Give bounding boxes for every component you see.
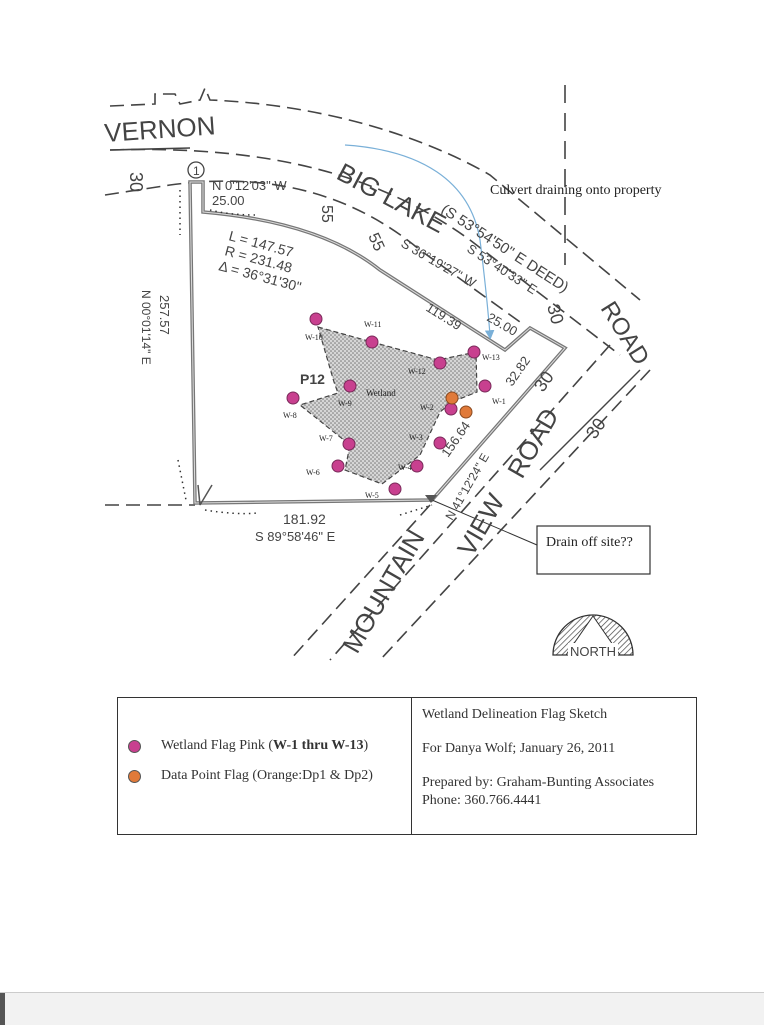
drain-arrow-icon	[425, 495, 437, 503]
culvert-arrow	[344, 144, 495, 340]
mountain-view-road-east-edge	[379, 369, 651, 661]
wetland-flag-label: W-4	[398, 463, 412, 472]
legend-box: Wetland Flag Pink (W-1 thru W-13) Data P…	[117, 697, 697, 835]
wetland-label: Wetland	[366, 388, 396, 398]
distance-32: 32.82	[502, 353, 533, 388]
north-label: NORTH	[570, 644, 616, 659]
data-point-flag-marker	[445, 391, 459, 405]
vernon-road-line	[109, 147, 191, 151]
legend-key: Wetland Flag Pink (W-1 thru W-13) Data P…	[118, 698, 412, 834]
corner-marker-label: 1	[193, 164, 200, 178]
vernon-road-label: VERNON	[103, 110, 216, 148]
distance-west: 257.57	[157, 295, 172, 335]
bearing-south: S 89°58'46" E	[255, 529, 336, 544]
wetland-flag-label: W-7	[319, 434, 333, 443]
pink-dot-icon	[128, 739, 141, 753]
distance-south: 181.92	[283, 511, 326, 527]
wetland-flag-marker	[309, 312, 323, 326]
distance-top: 25.00	[212, 193, 245, 208]
wetland-flag-label: W-2	[420, 403, 434, 412]
big-lake-width-2: 55	[364, 231, 387, 254]
wetland-flag-marker	[467, 345, 481, 359]
big-lake-width-3: 30	[543, 302, 568, 327]
big-lake-road-north-edge	[109, 85, 641, 301]
title-block: Wetland Delineation Flag Sketch For Dany…	[412, 698, 664, 834]
client-date: For Danya Wolf; January 26, 2011	[422, 741, 616, 756]
big-lake-width-1: 55	[318, 205, 335, 223]
wetland-flag-marker	[433, 436, 447, 450]
mountain-view-road-west-edge	[289, 504, 431, 661]
vernon-width-label: 30	[126, 172, 146, 192]
wetland-flag-marker	[331, 459, 345, 473]
mountain-view-road-center	[329, 344, 611, 661]
wetland-flag-marker	[478, 379, 492, 393]
legend-pink-label: Wetland Flag Pink (W-1 thru W-13)	[161, 738, 368, 754]
north-arrow-icon: NORTH	[552, 614, 634, 659]
scan-edge	[0, 992, 764, 1025]
wetland-flag-label: W-3	[409, 433, 423, 442]
big-lake-road-suffix: ROAD	[595, 297, 655, 370]
legend-orange-label: Data Point Flag (Orange:Dp1 & Dp2)	[161, 768, 373, 783]
legend-orange-flag: Data Point Flag (Orange:Dp1 & Dp2)	[128, 768, 411, 784]
wetland-flag-marker	[342, 437, 356, 451]
corner-marker-icon	[187, 161, 205, 179]
legend-pink-close: )	[363, 738, 369, 753]
wetland-flag-label: W-9	[338, 399, 352, 408]
mountain-road-label: MOUNTAIN	[336, 525, 430, 658]
wetland-flag-marker	[365, 335, 379, 349]
wetland-flag-marker	[444, 402, 458, 416]
bearing-west: N 00°01'14" E	[139, 290, 153, 365]
wetland-flag-marker	[388, 482, 402, 496]
bearing-s36: S 36°19'27" W	[399, 236, 480, 291]
parcel-label: P12	[300, 371, 325, 387]
wetland-flag-label: W-13	[482, 353, 500, 362]
property-boundary-inner	[189, 181, 566, 504]
corner-tick	[197, 484, 213, 506]
wetland-flag-marker	[286, 391, 300, 405]
culvert-note: Culvert draining onto property	[490, 183, 661, 198]
drain-leader-line	[431, 499, 538, 546]
wetland-area	[298, 326, 478, 485]
orange-dot-icon	[128, 769, 141, 783]
drain-note: Drain off site??	[546, 535, 633, 550]
wetland-flag-marker	[433, 356, 447, 370]
mountain-view-road-line	[539, 369, 641, 471]
flags: W-1W-2W-3W-4W-5W-6W-7W-8W-9W-10W-11W-12W…	[283, 312, 506, 500]
wetland-flag-marker	[410, 459, 424, 473]
phone: Phone: 360.766.4441	[422, 793, 542, 808]
legend-pink-text: Wetland Flag Pink (	[161, 738, 274, 753]
big-lake-road-center	[109, 148, 621, 356]
data-point-flag-marker	[459, 405, 473, 419]
mv-width-1: 30	[530, 367, 558, 395]
bearing-top: N 0'12'03" W	[212, 178, 287, 193]
sketch-title: Wetland Delineation Flag Sketch	[422, 707, 608, 722]
wetland-flag-label: W-1	[492, 397, 506, 406]
drain-note-box	[536, 525, 651, 575]
prepared-by: Prepared by: Graham-Bunting Associates	[422, 775, 655, 790]
wetland-flag-label: W-8	[283, 411, 297, 420]
legend-pink-flag: Wetland Flag Pink (W-1 thru W-13)	[128, 738, 411, 754]
wetland-flag-label: W-6	[306, 468, 320, 477]
wetland-flag-label: W-5	[365, 491, 379, 500]
legend-pink-range: W-1 thru W-13	[273, 738, 364, 753]
wetland-flag-label: W-11	[364, 320, 381, 329]
distance-119: 119.39	[423, 300, 464, 333]
wetland-flag-label: W-10	[305, 333, 323, 342]
dotted-setback-lines	[177, 190, 433, 516]
wetland-flag-label: W-12	[408, 367, 426, 376]
wetland-flag-marker	[343, 379, 357, 393]
road-lines	[104, 85, 651, 661]
